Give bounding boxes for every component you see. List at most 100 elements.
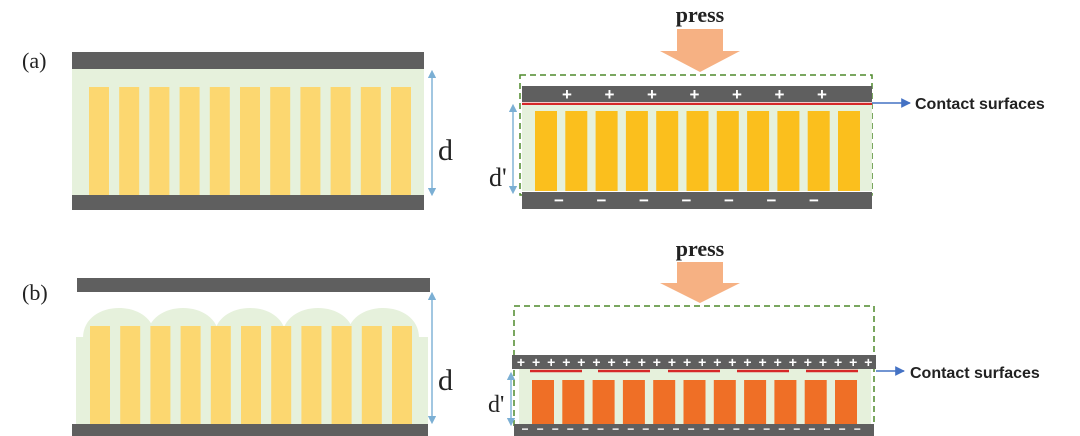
plus-sign: +	[608, 354, 616, 370]
panel-b-label: (b)	[22, 280, 48, 305]
positive-charges: ++++++++++++++++++++++++	[517, 354, 872, 370]
matrix-dome	[214, 308, 286, 338]
plus-sign: +	[698, 354, 706, 370]
minus-sign: −	[682, 191, 692, 210]
minus-sign: −	[718, 422, 725, 436]
minus-sign: −	[612, 422, 619, 436]
pillar	[391, 87, 411, 195]
pillar-array	[90, 326, 412, 424]
pillar	[360, 87, 381, 195]
plus-sign: +	[834, 354, 842, 370]
plus-sign: +	[562, 85, 572, 104]
pillar	[535, 111, 557, 191]
minus-sign: −	[763, 422, 770, 436]
contact-surfaces-label: Contact surfaces	[915, 96, 1045, 113]
minus-sign: −	[627, 422, 634, 436]
plus-sign: +	[864, 354, 872, 370]
plus-sign: +	[668, 354, 676, 370]
pillar	[392, 326, 412, 424]
contact-surfaces-label: Contact surfaces	[910, 365, 1040, 382]
plus-sign: +	[623, 354, 631, 370]
pillar	[209, 87, 230, 195]
pillar	[595, 111, 618, 191]
pillar	[300, 87, 321, 195]
pillar	[838, 111, 860, 191]
press-arrow	[660, 262, 740, 303]
plus-sign: +	[774, 354, 782, 370]
plus-sign: +	[728, 354, 736, 370]
plus-sign: +	[819, 354, 827, 370]
pillar	[592, 380, 615, 424]
pillar-array	[89, 87, 411, 195]
minus-sign: −	[582, 422, 589, 436]
minus-sign: −	[597, 422, 604, 436]
pillar	[120, 326, 141, 424]
pillar	[716, 111, 739, 191]
top-electrode	[72, 52, 424, 69]
minus-sign: −	[823, 422, 830, 436]
pillar	[241, 326, 261, 424]
plus-sign: +	[653, 354, 661, 370]
minus-sign: −	[552, 422, 559, 436]
pillar	[804, 380, 827, 424]
top-electrode	[77, 278, 430, 292]
minus-sign: −	[748, 422, 755, 436]
minus-sign: −	[703, 422, 710, 436]
panel-a-label: (a)	[22, 48, 46, 73]
minus-sign: −	[537, 422, 544, 436]
plus-sign: +	[690, 85, 700, 104]
pillar	[361, 326, 382, 424]
minus-sign: −	[672, 422, 679, 436]
plus-sign: +	[562, 354, 570, 370]
bottom-electrode	[72, 424, 428, 436]
pillar	[532, 380, 554, 424]
negative-charges: −−−−−−−	[554, 191, 819, 210]
minus-sign: −	[854, 422, 861, 436]
plus-sign: +	[647, 85, 657, 104]
pillar	[625, 111, 648, 191]
pressed-gap-label: d'	[488, 392, 504, 418]
pillar	[150, 326, 171, 424]
pillar	[565, 111, 588, 191]
pillar	[301, 326, 322, 424]
minus-sign: −	[688, 422, 695, 436]
pillar	[330, 87, 351, 195]
minus-sign: −	[521, 422, 528, 436]
minus-sign: −	[554, 191, 564, 210]
minus-sign: −	[839, 422, 846, 436]
top-electrode	[512, 355, 876, 369]
minus-sign: −	[793, 422, 800, 436]
plus-sign: +	[775, 85, 785, 104]
pillar	[622, 380, 645, 424]
pillar	[807, 111, 830, 191]
pillar	[271, 326, 292, 424]
pillar	[747, 111, 770, 191]
plus-sign: +	[547, 354, 555, 370]
plus-sign: +	[577, 354, 585, 370]
pillar	[331, 326, 352, 424]
pillar	[179, 87, 200, 195]
press-label: press	[676, 236, 725, 261]
panel-a-uncompressed: (a) d	[22, 48, 453, 210]
bottom-electrode	[72, 195, 424, 210]
pillar	[149, 87, 170, 195]
plus-sign: +	[517, 354, 525, 370]
plus-sign: +	[605, 85, 615, 104]
pillar-array	[532, 380, 857, 424]
minus-sign: −	[809, 191, 819, 210]
minus-sign: −	[808, 422, 815, 436]
minus-sign: −	[597, 191, 607, 210]
pillar	[774, 380, 797, 424]
pillar	[89, 87, 109, 195]
pillar	[713, 380, 736, 424]
minus-sign: −	[639, 191, 649, 210]
pillar	[240, 87, 260, 195]
pillar	[180, 326, 201, 424]
pillar	[653, 380, 676, 424]
gap-label: d	[438, 364, 453, 397]
pillar	[777, 111, 800, 191]
minus-sign: −	[642, 422, 649, 436]
plus-sign: +	[532, 354, 540, 370]
bottom-electrode	[522, 192, 872, 209]
